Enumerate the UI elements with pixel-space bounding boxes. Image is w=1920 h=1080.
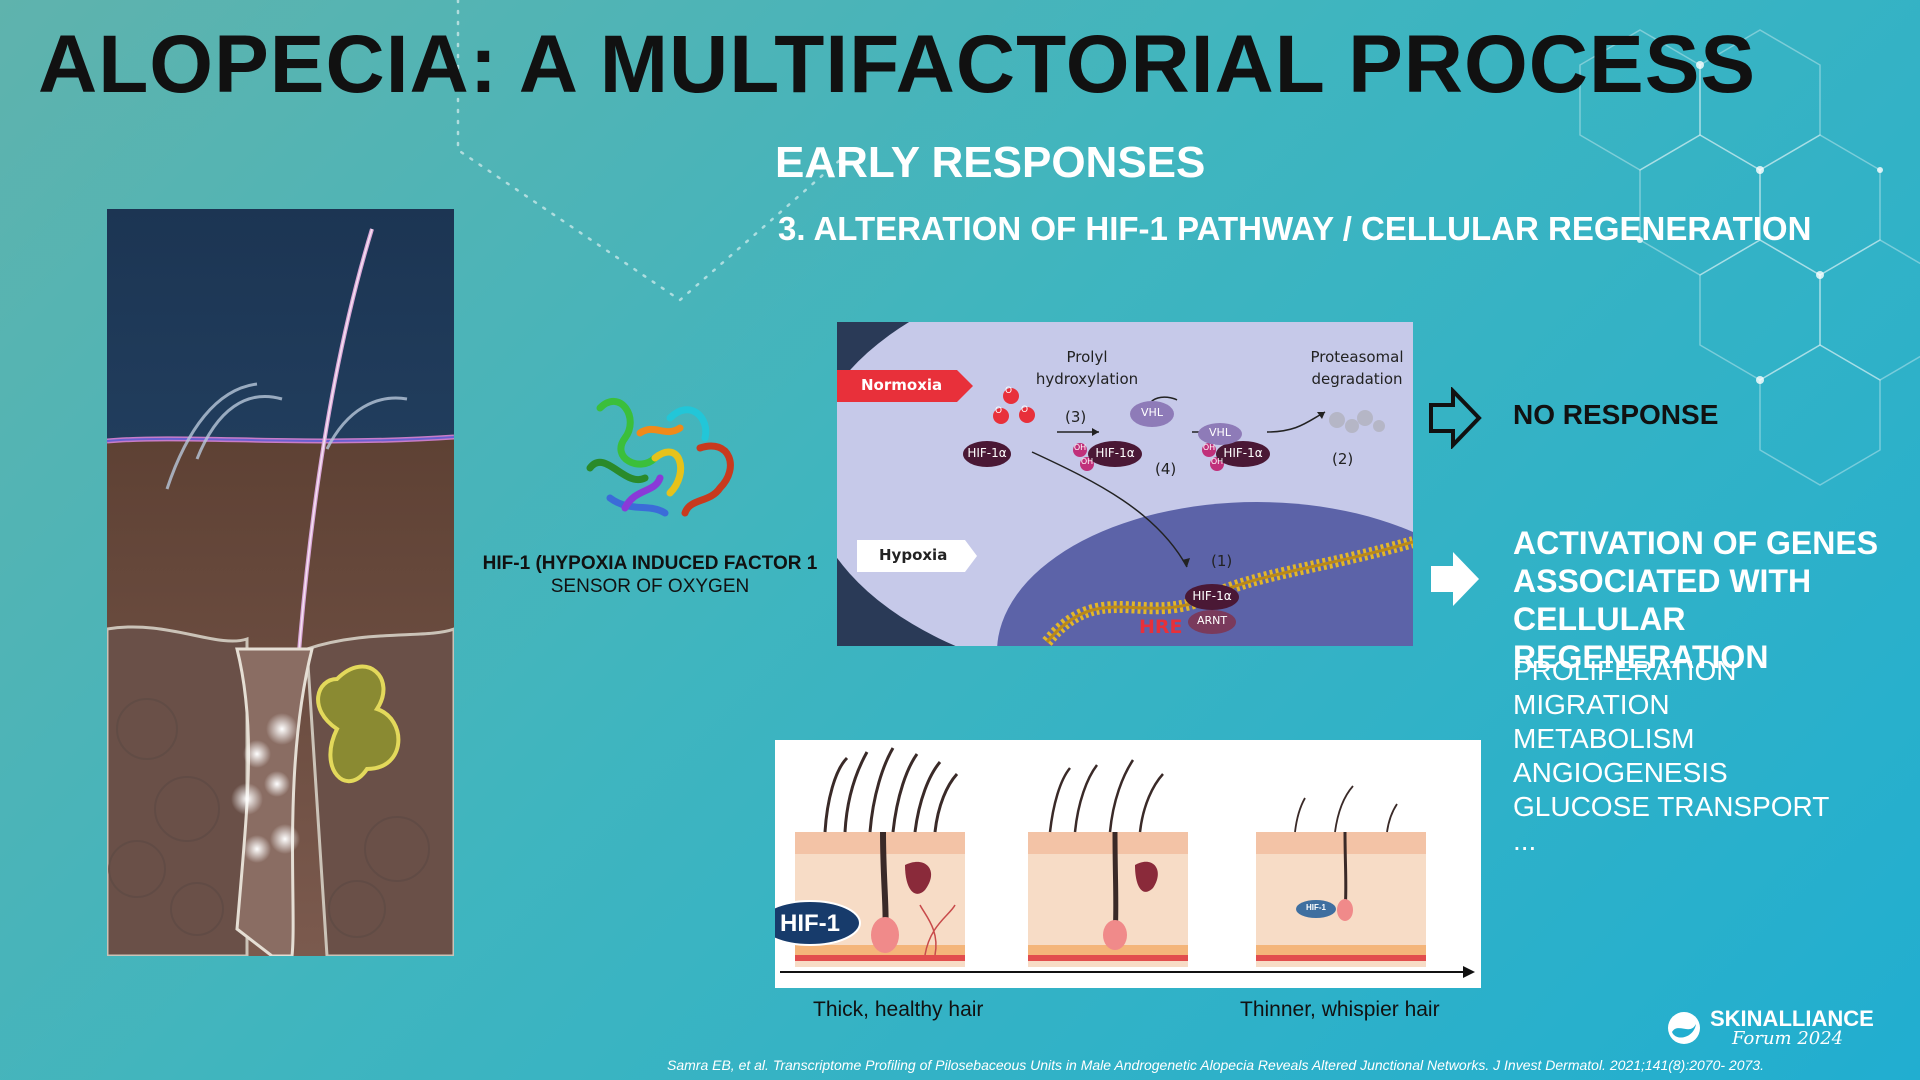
prolyl-label-1: Prolyl [1066,348,1108,366]
pathway-background-shapes [837,322,1413,646]
thick-hair-label: Thick, healthy hair [813,998,984,1021]
step-3-label: (3) [1065,408,1087,426]
gene-item: PROLIFERATION [1513,655,1737,686]
section-heading: 3. ALTERATION OF HIF-1 PATHWAY / CELLULA… [778,210,1812,247]
hif-pathway-diagram: Normoxia Hypoxia Prolyl hydroxylation Pr… [837,322,1413,646]
thinner-hair-label: Thinner, whispier hair [1240,998,1440,1021]
outline-arrow-icon [1429,387,1482,449]
proteasomal-label-1: Proteasomal [1310,348,1404,366]
slide-title: ALOPECIA: A MULTIFACTORIAL PROCESS [38,19,1757,110]
hif1-badge: HIF-1 [780,910,840,937]
hair-follicle-illustration [107,209,454,956]
hair-progression-illustration [775,747,1475,978]
activation-line-3: CELLULAR REGENERATION [1513,601,1769,675]
arnt-label: ARNT [1196,614,1228,627]
step-1-label: (1) [1211,552,1233,570]
hif1-protein-structure-image [586,398,734,517]
oh-group-1: OH [1073,443,1087,452]
hif1-description: SENSOR OF OXYGEN [550,576,750,597]
gene-item: GLUCOSE TRANSPORT [1513,791,1830,822]
activation-line-1: ACTIVATION OF GENES [1513,525,1879,561]
slide-subtitle: EARLY RESPONSES [775,138,1206,187]
step-2-label: (2) [1332,450,1354,468]
solid-arrow-icon [1431,552,1479,606]
gene-item: ... [1513,825,1537,856]
hif1a-nucleus: HIF-1α [1192,589,1232,603]
logo-subtitle: Forum 2024 [1732,1028,1844,1049]
hif1a-normoxia: HIF-1α [967,446,1007,460]
gene-item: METABOLISM [1513,723,1695,754]
proteasomal-label-2: degradation [1311,370,1403,388]
oh-group-3: OH [1202,443,1216,452]
prolyl-label-2: hydroxylation [1035,370,1139,388]
oh-group-4: OH [1210,457,1224,466]
hif1a-vhl-bound: HIF-1α [1223,446,1263,460]
oh-group-2: OH [1080,457,1094,466]
hif1-name: HIF-1 (HYPOXIA INDUCED FACTOR 1 [482,553,818,574]
logo-name: SKINALLIANCE [1710,1006,1874,1031]
skinalliance-logo: SKINALLIANCE Forum 2024 [1664,1004,1884,1052]
vhl-label: VHL [1141,406,1163,419]
hif1a-hydroxylated: HIF-1α [1095,446,1135,460]
o2-molecule-3: O [1021,405,1029,415]
o2-molecule-1: O [1005,386,1013,396]
gene-item: ANGIOGENESIS [1513,757,1728,788]
no-response-label: NO RESPONSE [1513,399,1719,430]
vhl-bound-label: VHL [1209,426,1231,439]
gene-item: MIGRATION [1513,689,1670,720]
normoxia-label: Normoxia [861,376,943,394]
step-4-label: (4) [1155,460,1177,478]
skinalliance-logo-icon [1668,1012,1700,1044]
hre-label: HRE [1139,616,1183,638]
hif1-caption: HIF-1 (HYPOXIA INDUCED FACTOR 1 SENSOR O… [470,552,830,598]
hypoxia-label: Hypoxia [879,546,948,564]
activation-line-2: ASSOCIATED WITH [1513,563,1812,599]
activation-heading: ACTIVATION OF GENES ASSOCIATED WITH CELL… [1513,524,1913,676]
hif1-badge-small: HIF-1 [1306,903,1326,912]
citation: Samra EB, et al. Transcriptome Profiling… [667,1057,1764,1073]
gene-list: PROLIFERATION MIGRATION METABOLISM ANGIO… [1513,654,1829,858]
o2-molecule-2: O [995,406,1003,416]
hair-progression-panel: HIF-1 HIF-1 [775,740,1481,988]
